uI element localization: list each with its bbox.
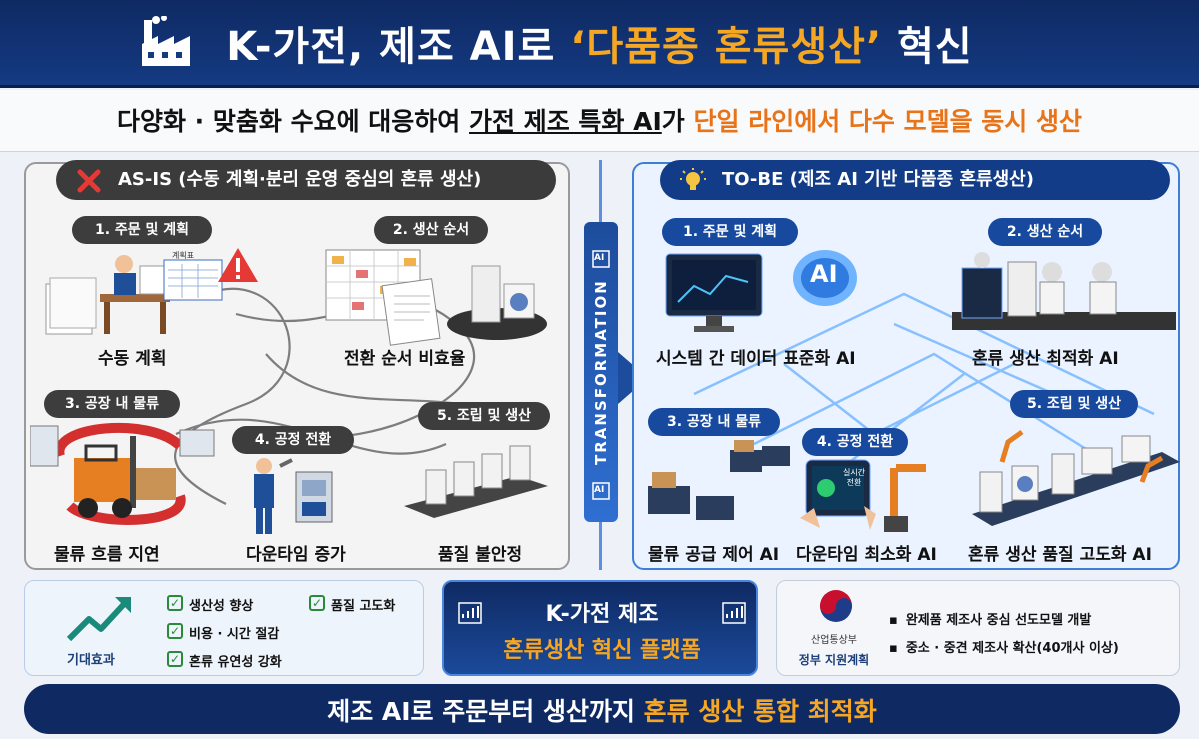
growth-arrow-icon — [66, 597, 131, 642]
lightbulb-icon — [680, 168, 706, 190]
asis-header: AS-IS (수동 계획·분리 운영 중심의 혼류 생산) — [56, 160, 556, 200]
realtime-label: 실시간 전환 — [842, 468, 866, 487]
chart-icon-left — [458, 602, 482, 624]
tobe-step-1: 1. 주문 및 계획 — [662, 218, 798, 246]
check-icon: ✓ — [167, 595, 183, 611]
tobe-step-4: 4. 공정 전환 — [802, 428, 908, 456]
chip-label-top: AI — [594, 253, 605, 263]
agv-logistics-illustration — [648, 440, 790, 520]
asis-step-2: 2. 생산 순서 — [374, 216, 488, 244]
data-dashboard-illustration — [665, 253, 763, 332]
tobe-step-3: 3. 공장 내 물류 — [648, 408, 780, 436]
footer-banner: 제조 AI로 주문부터 생산까지 혼류 생산 통합 최적화 — [24, 684, 1180, 734]
manual-planning-illustration — [45, 248, 258, 335]
asis-caption-1: 수동 계획 — [98, 349, 167, 369]
tobe-step-5: 5. 조립 및 생산 — [1010, 390, 1138, 418]
tobe-caption-1: 시스템 간 데이터 표준화 AI — [656, 349, 856, 369]
asis-caption-3: 물류 흐름 지연 — [54, 545, 160, 565]
chart-icon-right — [722, 602, 746, 624]
chip-label-bottom: AI — [594, 485, 605, 495]
robot-appliance-illustration — [952, 252, 1176, 330]
asis-step-3: 3. 공장 내 물류 — [44, 390, 180, 418]
ministry-name: 산업통상부 — [811, 635, 857, 646]
check-icon: ✓ — [309, 595, 325, 611]
title-bar: K-가전, 제조 AI로 ‘다품종 혼류생산’ 혁신 — [0, 0, 1199, 88]
effect-item: ✓생산성 향상 — [167, 595, 253, 614]
tobe-caption-2: 혼류 생산 최적화 AI — [972, 349, 1119, 369]
logistics-illustration — [30, 422, 215, 525]
tobe-caption-5: 혼류 생산 품질 고도화 AI — [968, 545, 1152, 565]
divider-line-top — [599, 160, 602, 222]
factory-icon — [142, 16, 190, 66]
gov-plan-label: 정부 지원계획 — [798, 653, 870, 667]
chip-icon-top — [592, 250, 610, 268]
asis-caption-5: 품질 불안정 — [438, 545, 523, 565]
platform-subtitle: 혼류생산 혁신 플랫폼 — [503, 638, 701, 663]
ai-network-lines — [693, 292, 1155, 475]
effects-box: 기대효과 ✓생산성 향상 ✓품질 고도화 ✓비용 · 시간 절감 ✓혼류 유연성… — [24, 580, 424, 676]
asis-panel: AS-IS (수동 계획·분리 운영 중심의 혼류 생산) 1. 주문 및 계획… — [24, 160, 570, 570]
platform-title: K-가전 제조 — [545, 602, 659, 627]
subtitle-bar: 다양화 · 맞춤화 수요에 대응하여 가전 제조 특화 AI가 단일 라인에서 … — [0, 90, 1199, 152]
tobe-step-2: 2. 생산 순서 — [988, 218, 1102, 246]
platform-box: K-가전 제조 혼류생산 혁신 플랫폼 — [442, 580, 758, 676]
gov-plan-box: 산업통상부 정부 지원계획 완제품 제조사 중심 선도모델 개발 중소 · 중견… — [776, 580, 1180, 676]
government-emblem-icon — [820, 590, 852, 622]
tobe-caption-3: 물류 공급 제어 AI — [648, 545, 780, 565]
transformation-label: TRANSFORMATION — [592, 279, 610, 465]
footer-text: 제조 AI로 주문부터 생산까지 혼류 생산 통합 최적화 — [327, 697, 877, 726]
effect-item: ✓비용 · 시간 절감 — [167, 623, 279, 642]
ai-brain-label: AI — [810, 260, 838, 288]
effect-item: ✓혼류 유연성 강화 — [167, 651, 282, 670]
plan-sheet-label: 계획표 — [172, 251, 195, 260]
check-icon: ✓ — [167, 651, 183, 667]
smart-assembly-illustration — [972, 429, 1180, 526]
asis-step-4: 4. 공정 전환 — [232, 426, 354, 454]
asis-caption-2: 전환 순서 비효율 — [344, 349, 466, 369]
chip-icon-bottom — [592, 482, 610, 500]
asis-step-5: 5. 조립 및 생산 — [418, 402, 550, 430]
production-order-illustration — [325, 249, 547, 346]
gov-item: 완제품 제조사 중심 선도모델 개발 — [889, 609, 1092, 628]
process-change-illustration — [254, 458, 333, 534]
transformation-bar — [584, 222, 618, 522]
tobe-header: TO-BE (제조 AI 기반 다품종 혼류생산) — [660, 160, 1170, 200]
gov-item: 중소 · 중견 제조사 확산(40개사 이상) — [889, 637, 1119, 656]
subtitle: 다양화 · 맞춤화 수요에 대응하여 가전 제조 특화 AI가 단일 라인에서 … — [116, 107, 1083, 136]
assembly-line-illustration — [404, 445, 548, 518]
x-icon — [77, 169, 101, 193]
asis-step-1: 1. 주문 및 계획 — [72, 216, 212, 244]
tobe-caption-4: 다운타임 최소화 AI — [796, 545, 937, 565]
check-icon: ✓ — [167, 623, 183, 639]
asis-caption-4: 다운타임 증가 — [246, 545, 346, 565]
divider-line-bottom — [599, 522, 602, 570]
effect-item: ✓품질 고도화 — [309, 595, 395, 614]
ai-brain-icon — [793, 250, 857, 306]
effects-label: 기대효과 — [67, 653, 115, 668]
realtime-tablet-illustration — [800, 459, 926, 532]
tobe-panel: TO-BE (제조 AI 기반 다품종 혼류생산) 1. 주문 및 계획 2. … — [632, 160, 1180, 570]
page-title: K-가전, 제조 AI로 ‘다품종 혼류생산’ 혁신 — [226, 24, 973, 70]
